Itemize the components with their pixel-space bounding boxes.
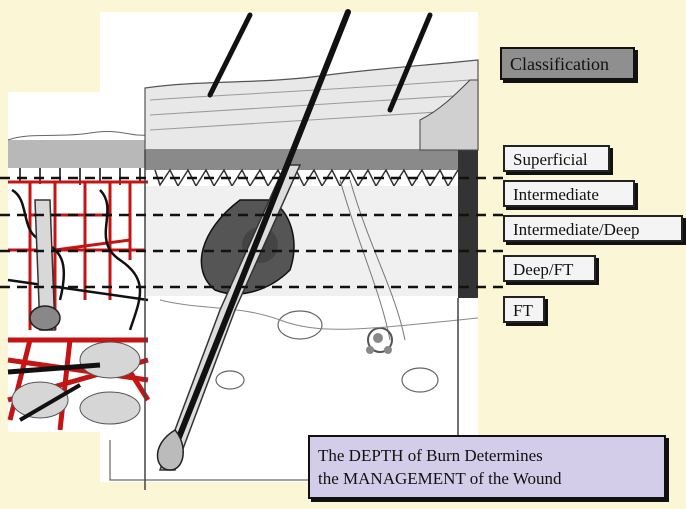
depth-label-deep-ft: Deep/FT: [503, 255, 596, 282]
caption-line-2: the MANAGEMENT of the Wound: [318, 467, 664, 490]
caption-line-1: The DEPTH of Burn Determines: [318, 444, 664, 467]
classification-title: Classification: [500, 47, 635, 80]
depth-label-ft: FT: [503, 296, 545, 323]
caption-box: The DEPTH of Burn Determines the MANAGEM…: [308, 435, 666, 499]
depth-label-intermediate: Intermediate: [503, 180, 635, 207]
depth-label-intermediate-deep: Intermediate/Deep: [503, 215, 683, 242]
depth-label-superficial: Superficial: [503, 145, 610, 172]
